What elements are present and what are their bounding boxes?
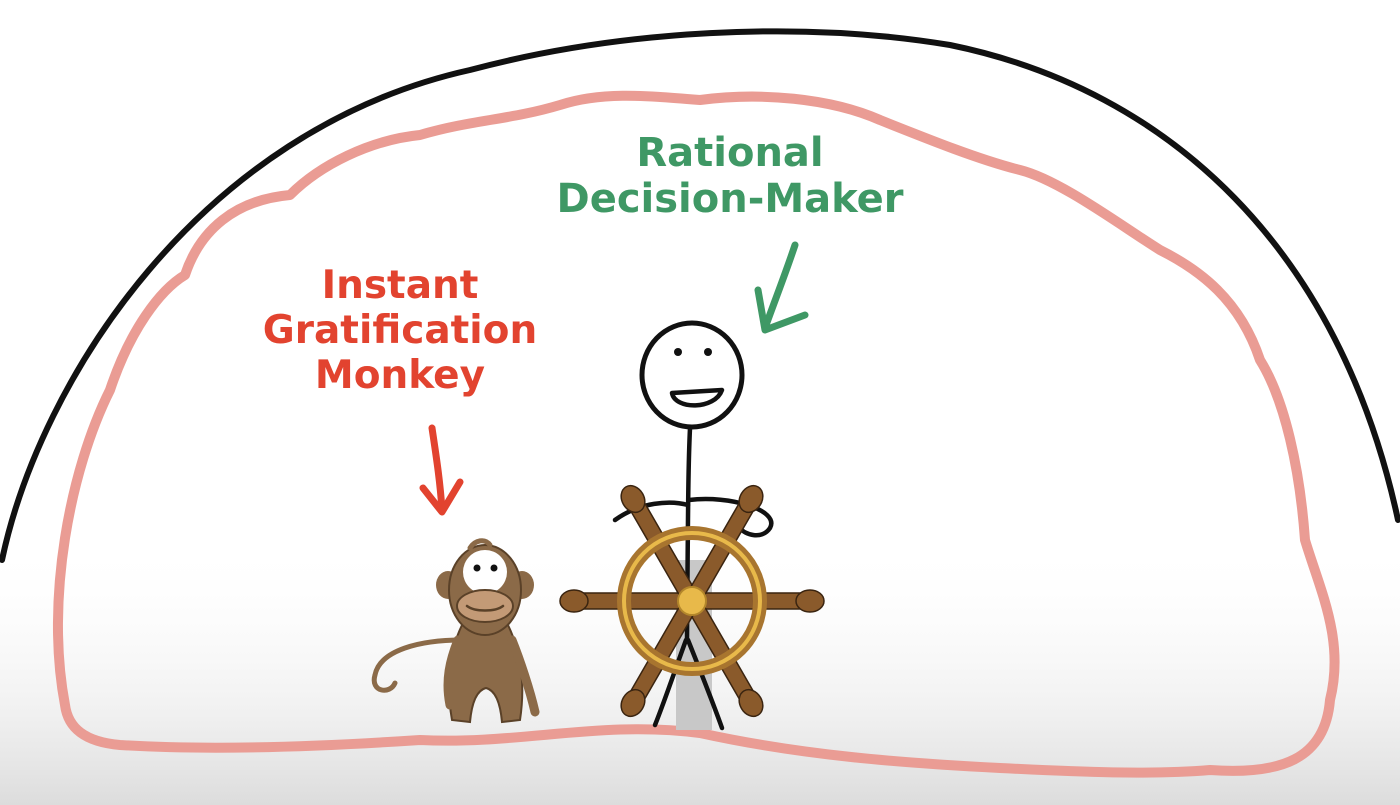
instant-gratification-monkey-label: Instant Gratification Monkey <box>200 263 600 399</box>
rational-label-line-2: Decision-Maker <box>556 176 904 222</box>
monkey-icon <box>371 538 540 724</box>
rational-decision-maker-label: Rational Decision-Maker <box>500 130 960 222</box>
monkey-arrow-icon <box>419 424 464 516</box>
brain-outline-icon <box>53 90 1340 778</box>
stick-figure-icon <box>612 320 774 731</box>
ships-wheel-icon <box>559 484 825 718</box>
rational-label-line-1: Rational <box>636 130 824 176</box>
monkey-label-line-2: Gratification <box>262 307 538 353</box>
monkey-label-line-1: Instant <box>321 263 479 308</box>
rational-arrow-icon <box>754 241 809 334</box>
head-outline-icon <box>0 28 1400 563</box>
monkey-label-line-3: Monkey <box>314 352 486 398</box>
